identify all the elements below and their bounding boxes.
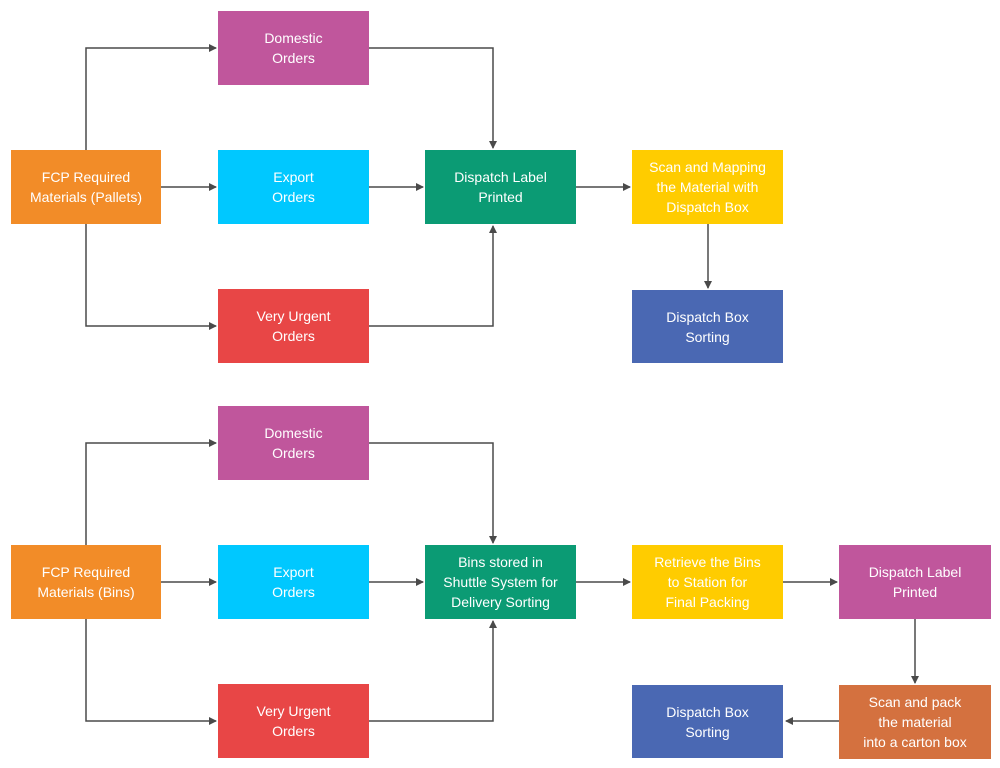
node-dispatch-sorting-2: Dispatch Box Sorting <box>632 685 783 758</box>
node-scan-mapping-label: Scan and Mapping the Material with Dispa… <box>649 159 766 215</box>
node-urgent-orders-1: Very Urgent Orders <box>218 289 369 363</box>
edge-source2-to-urgent2 <box>85 619 217 725</box>
node-export-orders-2: Export Orders <box>218 545 369 619</box>
node-dispatch-label-2-label: Dispatch Label Printed <box>868 564 962 600</box>
node-source-bins-label: FCP Required Materials (Bins) <box>37 564 135 600</box>
edge-domestic2-to-bins2 <box>369 442 497 544</box>
edge-source2-to-domestic2 <box>85 439 217 545</box>
node-scan-pack-label: Scan and pack the material into a carton… <box>863 694 967 750</box>
node-urgent-orders-2: Very Urgent Orders <box>218 684 369 758</box>
node-domestic-orders-2: Domestic Orders <box>218 406 369 480</box>
node-dispatch-sorting-1-label: Dispatch Box Sorting <box>666 308 749 345</box>
node-scan-mapping: Scan and Mapping the Material with Dispa… <box>632 150 783 224</box>
node-urgent-orders-2-label: Very Urgent Orders <box>256 703 331 739</box>
edge-urgent1-to-label1 <box>369 225 497 327</box>
node-bins-shuttle: Bins stored in Shuttle System for Delive… <box>425 545 576 619</box>
node-dispatch-label-1-label: Dispatch Label Printed <box>454 169 547 205</box>
node-urgent-orders-1-label: Very Urgent Orders <box>256 308 331 344</box>
node-dispatch-label-1: Dispatch Label Printed <box>425 150 576 224</box>
node-export-orders-1-label: Export Orders <box>272 169 315 205</box>
node-dispatch-sorting-2-label: Dispatch Box Sorting <box>666 703 749 740</box>
node-export-orders-2-label: Export Orders <box>272 564 315 600</box>
edge-source1-to-domestic1 <box>85 44 217 150</box>
node-source-bins: FCP Required Materials (Bins) <box>11 545 161 619</box>
node-retrieve-bins: Retrieve the Bins to Station for Final P… <box>632 545 783 619</box>
node-dispatch-sorting-1: Dispatch Box Sorting <box>632 290 783 363</box>
node-source-pallets: FCP Required Materials (Pallets) <box>11 150 161 224</box>
node-source-pallets-label: FCP Required Materials (Pallets) <box>29 169 143 205</box>
node-scan-pack: Scan and pack the material into a carton… <box>839 685 991 759</box>
node-domestic-orders-2-label: Domestic Orders <box>264 425 323 461</box>
node-bins-shuttle-label: Bins stored in Shuttle System for Delive… <box>443 554 558 610</box>
node-domestic-orders-1-label: Domestic Orders <box>264 30 323 66</box>
edge-urgent2-to-bins2 <box>369 620 497 722</box>
edge-domestic1-to-label1 <box>369 47 497 149</box>
node-domestic-orders-1: Domestic Orders <box>218 11 369 85</box>
node-dispatch-label-2: Dispatch Label Printed <box>839 545 991 619</box>
edge-source1-to-urgent1 <box>85 224 217 330</box>
node-retrieve-bins-label: Retrieve the Bins to Station for Final P… <box>654 554 761 610</box>
node-export-orders-1: Export Orders <box>218 150 369 224</box>
